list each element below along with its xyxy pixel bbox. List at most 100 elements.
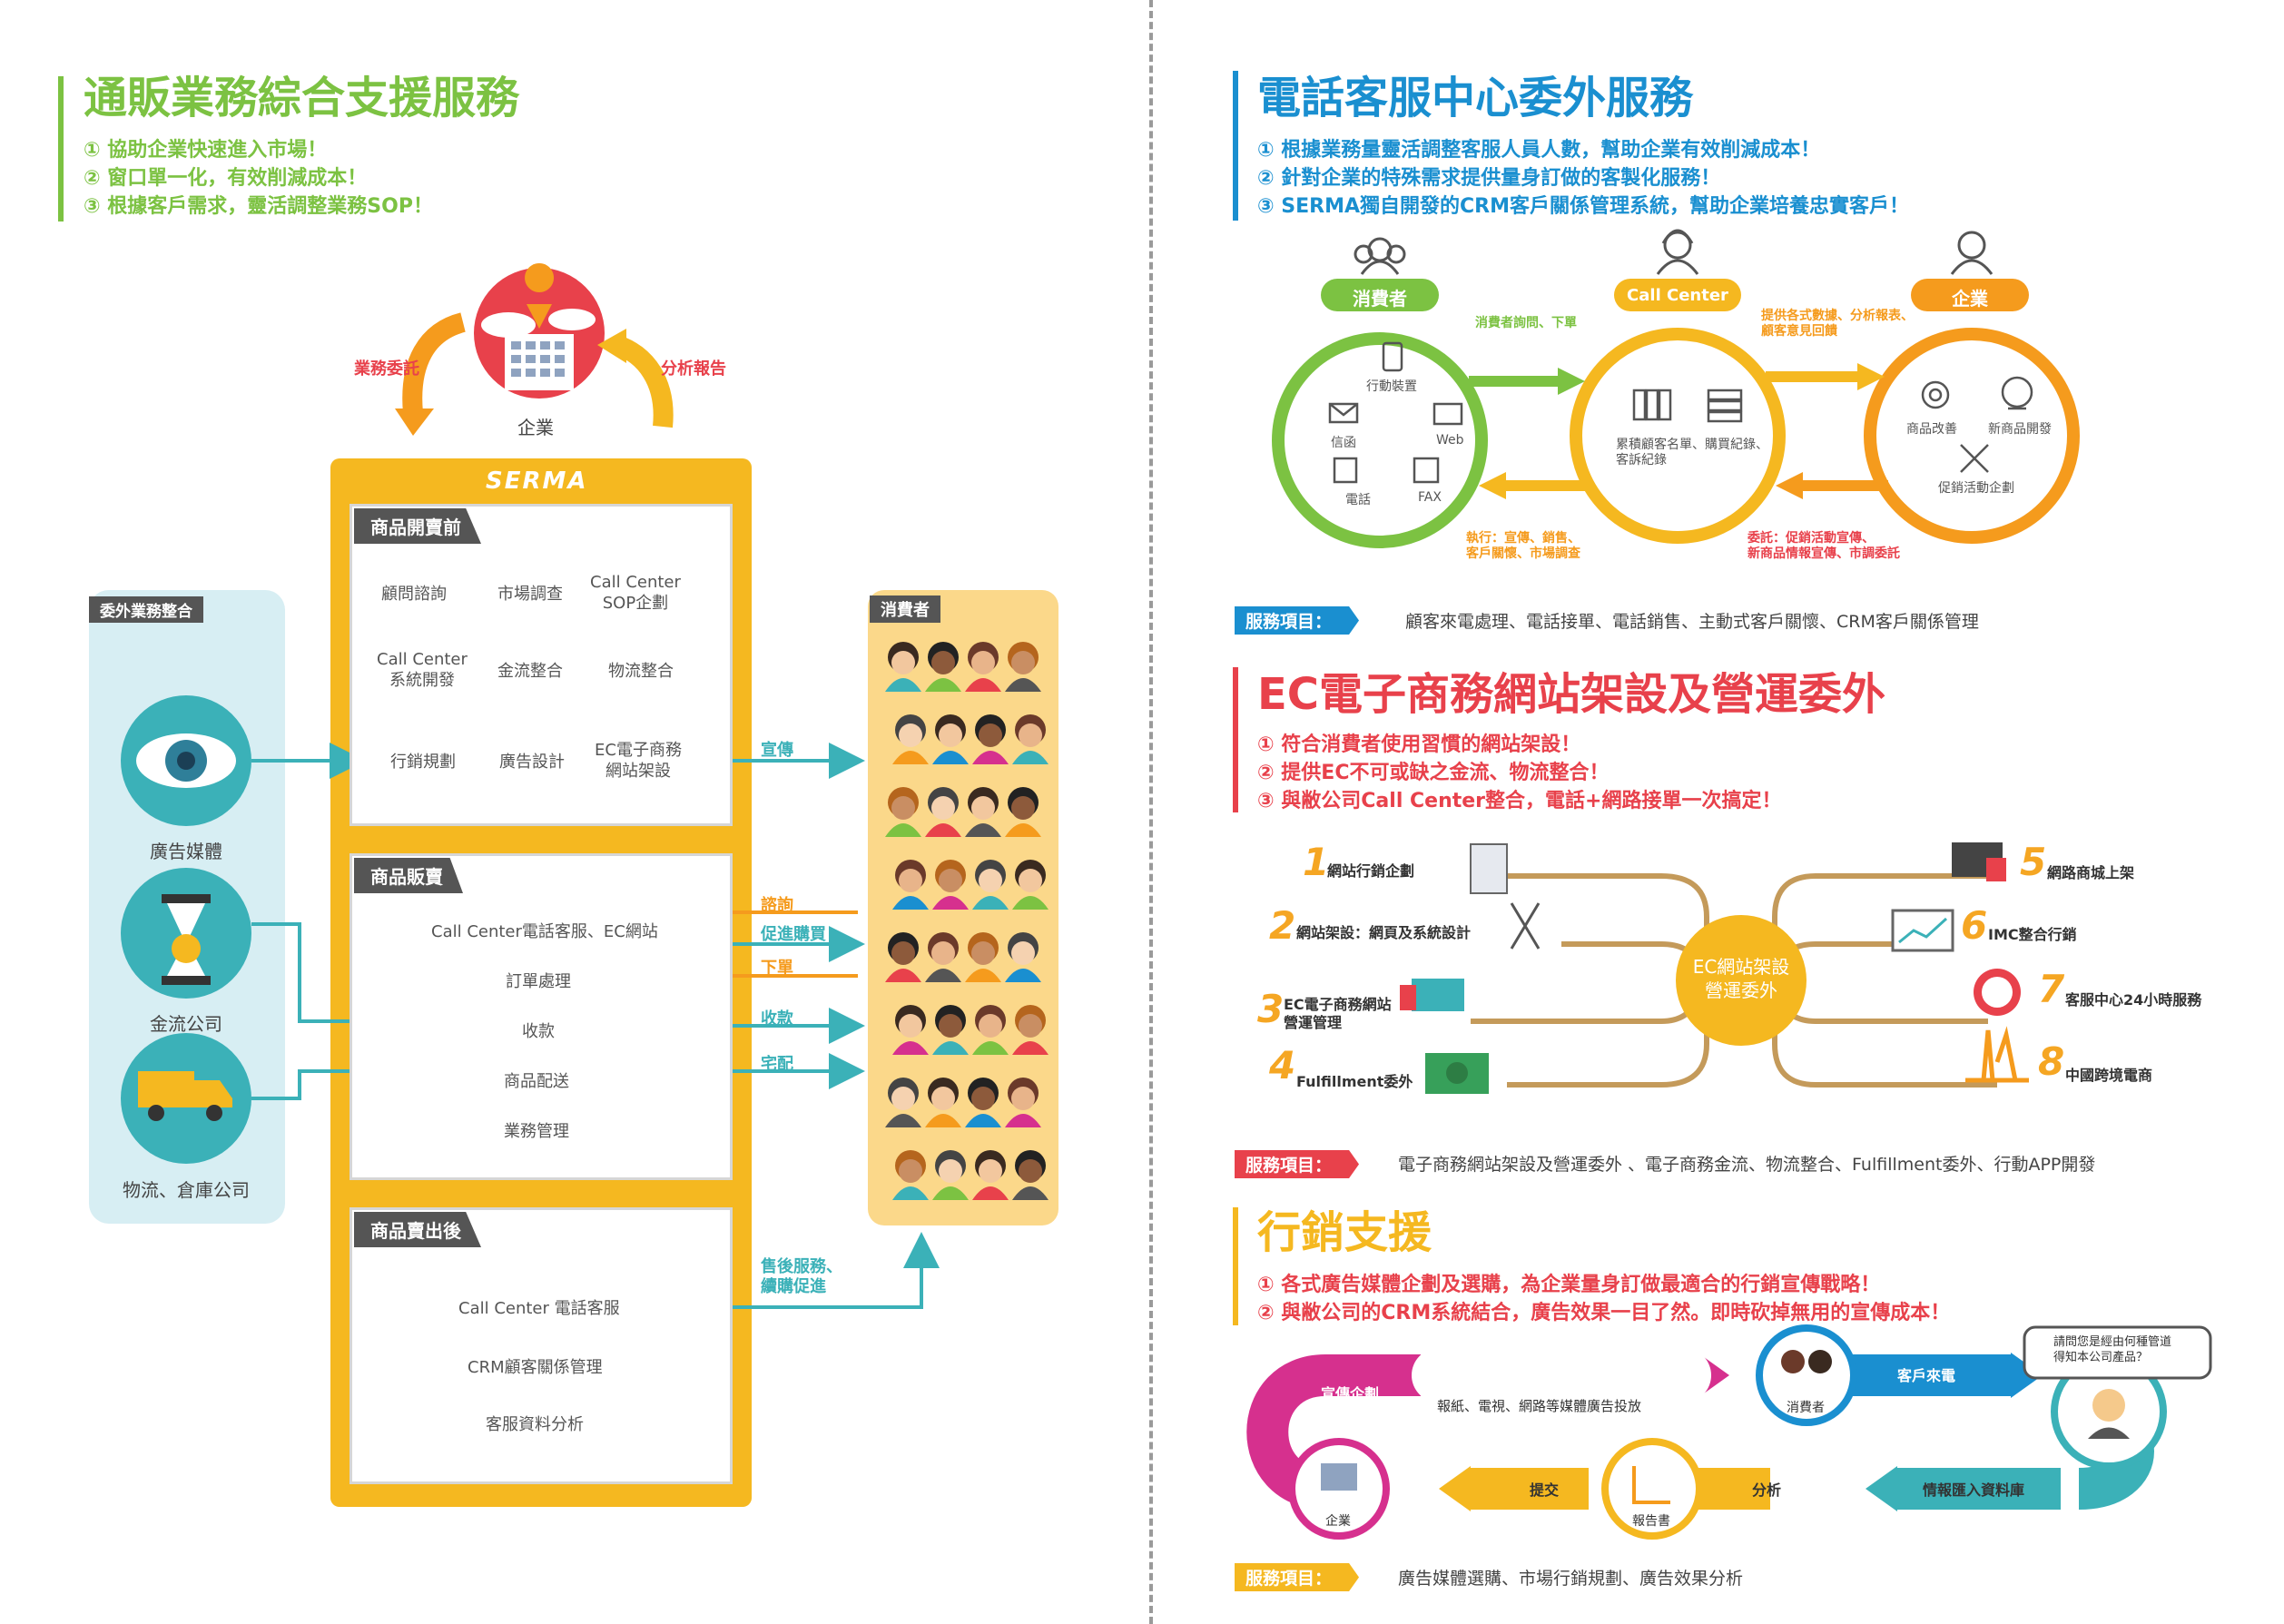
ec-item-label: 中國跨境電商 — [2065, 1067, 2153, 1084]
consumer-face — [885, 1078, 921, 1127]
panel-cell: 行銷規劃 — [390, 753, 456, 772]
mk-point: ② 與敝公司的CRM系統結合，廣告效果一目了然。即時砍掉無用的宣傳成本！ — [1257, 1302, 1951, 1324]
consumer-face — [1005, 1078, 1041, 1127]
ec-item-label: 網站行銷企劃 — [1327, 862, 1415, 880]
consumer-face — [1012, 860, 1048, 910]
cc-consumer-label: 消費者 — [1353, 288, 1407, 310]
ec-points: ① 符合消費者使用習慣的網站架設！ ② 提供EC不可或缺之金流、物流整合！ ③ … — [1257, 731, 1781, 815]
left-title-bar — [58, 76, 64, 221]
consumer-face — [892, 1150, 929, 1200]
cc-item: 電話 — [1345, 493, 1371, 507]
consumer-face — [965, 642, 1001, 692]
cc-item: 促銷活動企劃 — [1938, 481, 2014, 496]
consumer-face — [932, 860, 969, 910]
panel-cell: 商品配送 — [504, 1072, 569, 1091]
mk-title: 行銷支援 — [1257, 1207, 1432, 1258]
ec-services-tag: 服務項目： — [1235, 1150, 1360, 1178]
page-divider — [1149, 0, 1153, 1624]
panel-pre-sale: 商品開賣前 — [349, 504, 733, 826]
consumer-face — [1012, 714, 1048, 764]
consumer-face — [972, 860, 1009, 910]
consumer-face — [932, 714, 969, 764]
left-title: 通販業務綜合支援服務 — [84, 73, 520, 123]
panel-title: 商品賣出後 — [354, 1212, 481, 1247]
flow-label: 宣傳 — [761, 741, 793, 760]
ec-num: 6 — [1961, 903, 1988, 948]
cc-item: 信函 — [1331, 436, 1356, 450]
consumer-face — [1005, 787, 1041, 837]
consumer-face — [932, 1005, 969, 1055]
flow-label: 宅配 — [761, 1055, 793, 1074]
mk-services-tag: 服務項目： — [1235, 1563, 1360, 1591]
ec-num: 8 — [2038, 1039, 2065, 1084]
loop-consumer-circle — [1756, 1324, 1857, 1426]
consumer-face — [925, 642, 961, 692]
mk-title-bar — [1233, 1207, 1238, 1325]
ec-num: 3 — [1257, 987, 1285, 1031]
ec-title-bar — [1233, 667, 1238, 812]
consumer-face — [892, 860, 929, 910]
consumer-faces — [885, 642, 1048, 1200]
consumer-face — [925, 932, 961, 982]
payment-label: 金流公司 — [150, 1013, 222, 1035]
consumer-face — [932, 1150, 969, 1200]
panel-cell: 顧問諮詢 — [381, 585, 447, 604]
cc-consumer-circle — [1272, 332, 1488, 548]
cc-title-bar — [1233, 71, 1238, 221]
cc-company-circle — [1864, 328, 2080, 544]
cc-item: 行動裝置 — [1366, 379, 1417, 394]
panel-cell: 客服資料分析 — [486, 1415, 584, 1434]
cc-company-label: 企業 — [1952, 288, 1988, 310]
serma-logo: SERMA — [486, 468, 588, 495]
cc-item: 新商品開發 — [1988, 422, 2052, 437]
ec-num: 2 — [1269, 903, 1296, 948]
cc-points: ① 根據業務量靈活調整客服人員人數，幫助企業有效削減成本！ ② 針對企業的特殊需… — [1257, 136, 1909, 221]
loop-label-analysis: 分析 — [1752, 1481, 1782, 1499]
consumer-title: 消費者 — [870, 595, 940, 623]
panel-post-sale: 商品賣出後 — [349, 1207, 733, 1484]
mk-points: ① 各式廣告媒體企劃及選購，為企業量身訂做最適合的行銷宣傳戰略！ ② 與敝公司的… — [1257, 1271, 1950, 1327]
panel-cell: 金流整合 — [497, 662, 563, 681]
flow-label: 下單 — [761, 959, 793, 978]
flow-label: 促進購買 — [761, 925, 826, 944]
logistics-label: 物流、倉庫公司 — [123, 1179, 250, 1201]
cc-center-circle — [1570, 328, 1786, 544]
loop-bubble-text: 請問您是經由何種管道 得知本公司產品？ — [2053, 1335, 2172, 1364]
ec-num: 4 — [1269, 1043, 1296, 1088]
cc-item: 商品改善 — [1906, 422, 1957, 437]
panel-cell: 收款 — [522, 1022, 555, 1041]
ec-item-label: Fulfillment委外 — [1296, 1073, 1413, 1090]
consumer-face — [1005, 932, 1041, 982]
cc-point: ② 針對企業的特殊需求提供量身訂做的客製化服務！ — [1257, 167, 1721, 190]
panel-cell: 訂單處理 — [506, 972, 571, 991]
loop-label-data: 情報匯入資料庫 — [1923, 1481, 2025, 1499]
ec-title: EC電子商務網站架設及營運委外 — [1257, 669, 1886, 720]
enterprise-label: 企業 — [517, 417, 554, 438]
consumer-face — [965, 787, 1001, 837]
panel-cell: CRM顧客關係管理 — [468, 1358, 603, 1377]
ad-media-label: 廣告媒體 — [150, 841, 222, 862]
cc-flow-label: 執行：宣傳、銷售、 客戶關懷、市場調查 — [1466, 531, 1580, 561]
loop-report-circle — [1601, 1438, 1703, 1540]
arrow-label-delegate: 業務委託 — [354, 359, 419, 379]
ec-item-label: 網站架設：網頁及系統設計 — [1296, 924, 1472, 941]
outsource-title: 委外業務整合 — [89, 596, 203, 623]
loop-label-submit: 提交 — [1530, 1481, 1560, 1499]
panel-title: 商品開賣前 — [354, 508, 481, 544]
panel-cell: EC電子商務 網站架設 — [595, 741, 682, 781]
flow-label: 售後服務、 續購促進 — [761, 1257, 842, 1296]
ec-item-label: 客服中心24小時服務 — [2065, 991, 2202, 1009]
left-point: ③ 根據客戶需求，靈活調整業務SOP！ — [84, 195, 433, 218]
loop-label-company: 企業 — [1325, 1514, 1351, 1529]
cc-flow-label: 提供各式數據、分析報表、 顧客意見回饋 — [1761, 309, 1914, 339]
cc-flow-label: 委託：促銷活動宣傳、 新商品情報宣傳、市調委託 — [1747, 531, 1900, 561]
cc-item: FAX — [1418, 490, 1442, 505]
consumer-face — [1012, 1150, 1048, 1200]
panel-cell: Call Center 系統開發 — [377, 650, 468, 690]
loop-label-report: 報告書 — [1632, 1514, 1670, 1529]
consumer-face — [965, 932, 1001, 982]
loop-label-call: 客戶來電 — [1897, 1367, 1956, 1384]
ec-services: 電子商務網站架設及營運委外 、電子商務金流、物流整合、Fulfillment委外… — [1398, 1155, 2096, 1175]
ec-num: 1 — [1303, 840, 1330, 884]
ec-point: ② 提供EC不可或缺之金流、物流整合！ — [1257, 762, 1610, 784]
